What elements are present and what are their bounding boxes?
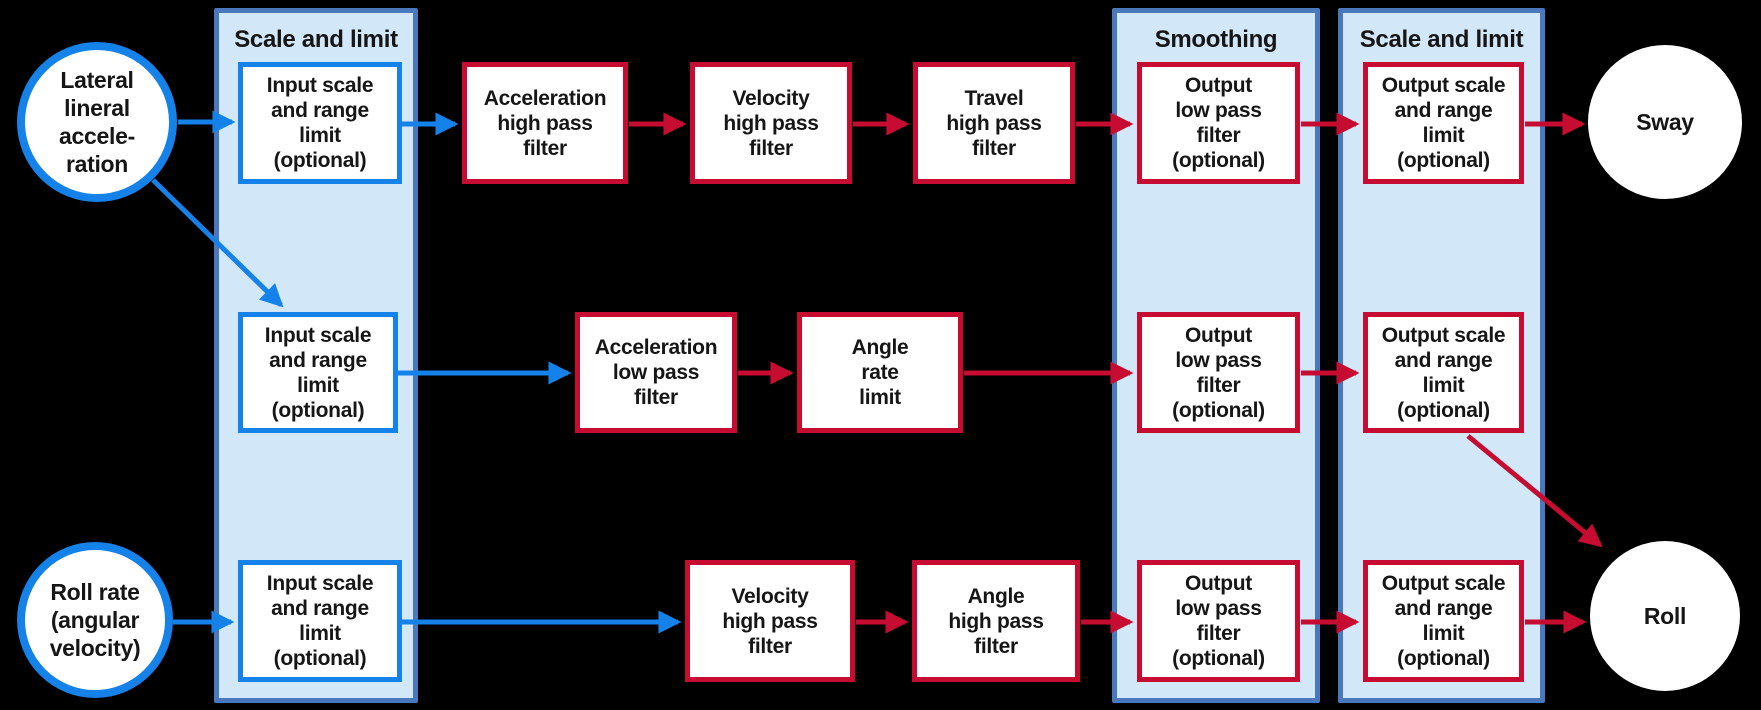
node-input-roll-rate: Roll rate (angular velocity)	[17, 542, 173, 698]
node-output-low-pass-filter-3: Output low pass filter (optional)	[1137, 560, 1300, 682]
node-output-low-pass-filter-1: Output low pass filter (optional)	[1137, 62, 1300, 184]
panel-scale-limit-input-header: Scale and limit	[234, 26, 398, 53]
node-input-scale-limit-3: Input scale and range limit (optional)	[238, 560, 402, 682]
node-travel-high-pass-filter: Travel high pass filter	[913, 62, 1075, 184]
node-output-scale-limit-1: Output scale and range limit (optional)	[1363, 62, 1524, 184]
node-output-sway: Sway	[1588, 45, 1742, 199]
node-velocity-high-pass-filter-sway: Velocity high pass filter	[690, 62, 852, 184]
node-acceleration-high-pass-filter: Acceleration high pass filter	[462, 62, 628, 184]
node-input-scale-limit-2: Input scale and range limit (optional)	[238, 312, 398, 433]
node-output-roll: Roll	[1590, 541, 1740, 691]
panel-scale-limit-output-header: Scale and limit	[1359, 26, 1524, 53]
node-input-lateral-acceleration: Lateral lineral accele- ration	[17, 42, 177, 202]
node-output-scale-limit-2: Output scale and range limit (optional)	[1363, 312, 1524, 433]
node-input-scale-limit-1: Input scale and range limit (optional)	[238, 62, 402, 184]
node-angle-rate-limit: Angle rate limit	[797, 312, 963, 433]
node-output-scale-limit-3: Output scale and range limit (optional)	[1363, 560, 1524, 682]
node-velocity-high-pass-filter-roll: Velocity high pass filter	[685, 560, 855, 682]
node-acceleration-low-pass-filter: Acceleration low pass filter	[575, 312, 737, 433]
node-output-low-pass-filter-2: Output low pass filter (optional)	[1137, 312, 1300, 433]
panel-smoothing-header: Smoothing	[1154, 26, 1278, 53]
node-angle-high-pass-filter: Angle high pass filter	[912, 560, 1080, 682]
